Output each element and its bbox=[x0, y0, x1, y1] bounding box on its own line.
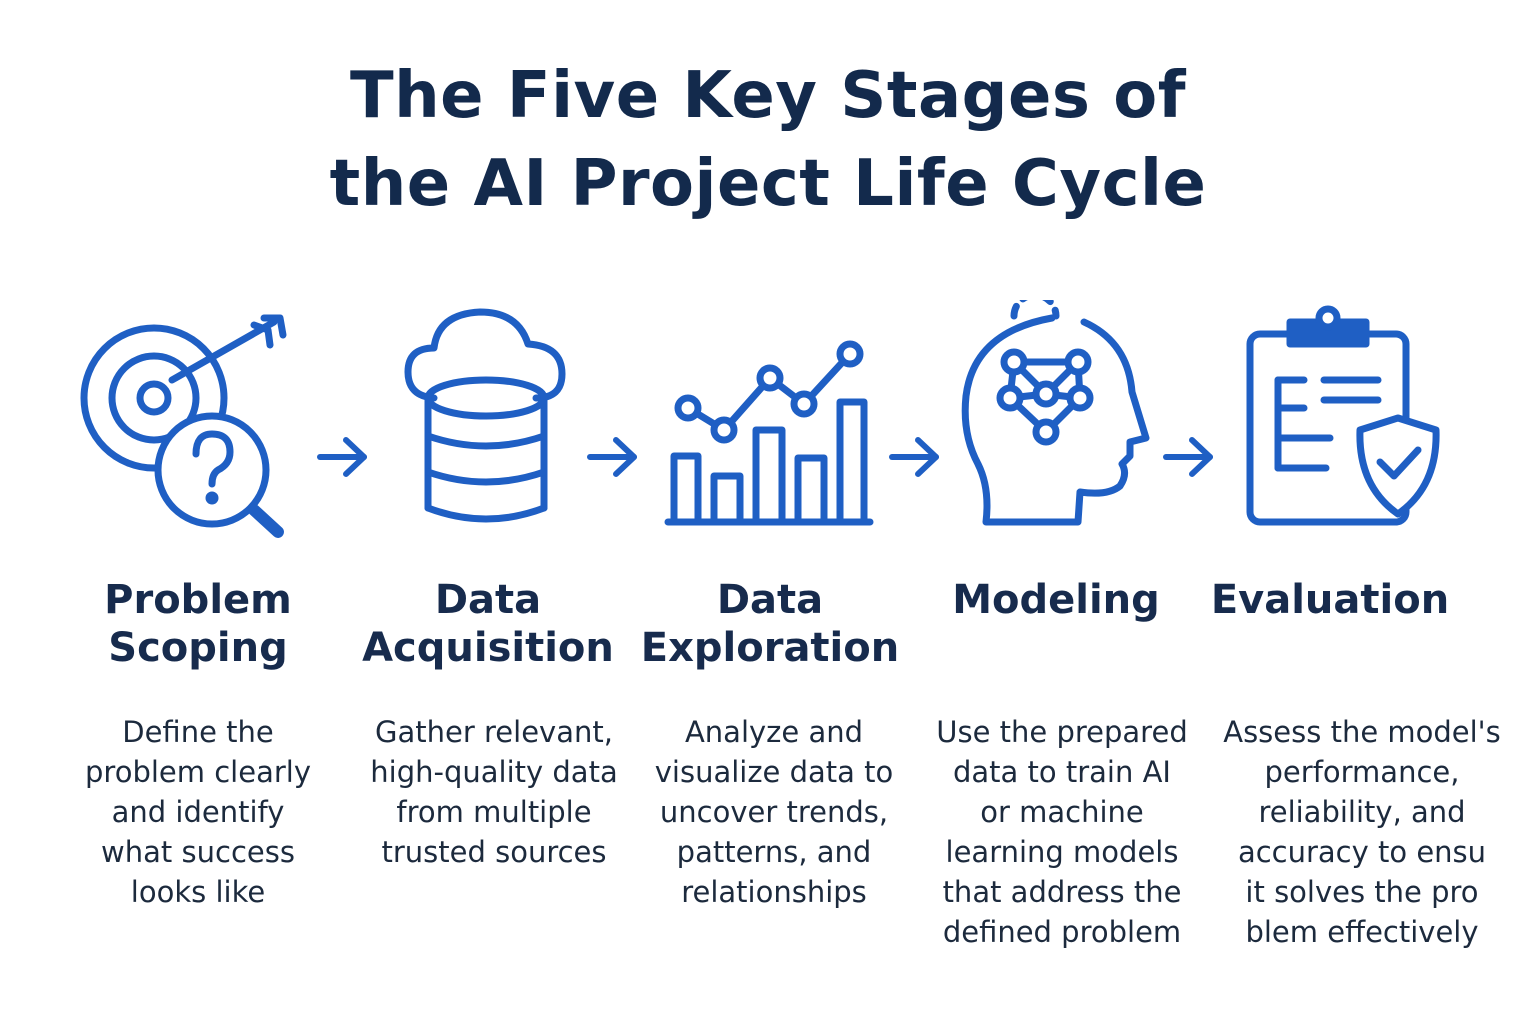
arrow-right-icon-1 bbox=[314, 432, 370, 482]
stage-desc-modeling: Use the prepared data to train AI or mac… bbox=[936, 715, 1188, 949]
target-question-icon bbox=[78, 300, 318, 550]
stage-desc-problem-scoping: Define the problem clearly and identify … bbox=[85, 715, 311, 909]
stage-title-evaluation: Evaluation bbox=[1210, 577, 1450, 623]
page-title-line-2: the AI Project Life Cycle bbox=[329, 147, 1207, 221]
arrow-right-icon-3 bbox=[886, 432, 942, 482]
chart-analytics-icon bbox=[658, 300, 898, 550]
arrow-right-icon-2 bbox=[584, 432, 640, 482]
stage-desc-data-acquisition: Gather relevant, high-quality data from … bbox=[370, 715, 618, 869]
stage-title-modeling: Modeling bbox=[952, 577, 1160, 623]
brain-network-icon bbox=[952, 300, 1192, 550]
page-title: The Five Key Stages of the AI Project Li… bbox=[0, 52, 1536, 228]
stage-title-problem-scoping: Problem Scoping bbox=[104, 577, 292, 671]
arrow-right-icon-4 bbox=[1160, 432, 1216, 482]
stage-title-data-acquisition: Data Acquisition bbox=[362, 577, 614, 671]
stage-desc-data-exploration: Analyze and visualize data to uncover tr… bbox=[654, 715, 894, 909]
stage-title-data-exploration: Data Exploration bbox=[640, 577, 900, 671]
stage-desc-evaluation: Assess the model's performance, reliabil… bbox=[1223, 715, 1501, 949]
clipboard-check-icon bbox=[1234, 300, 1474, 550]
cloud-database-icon bbox=[368, 300, 608, 550]
page-title-line-1: The Five Key Stages of bbox=[349, 59, 1187, 133]
